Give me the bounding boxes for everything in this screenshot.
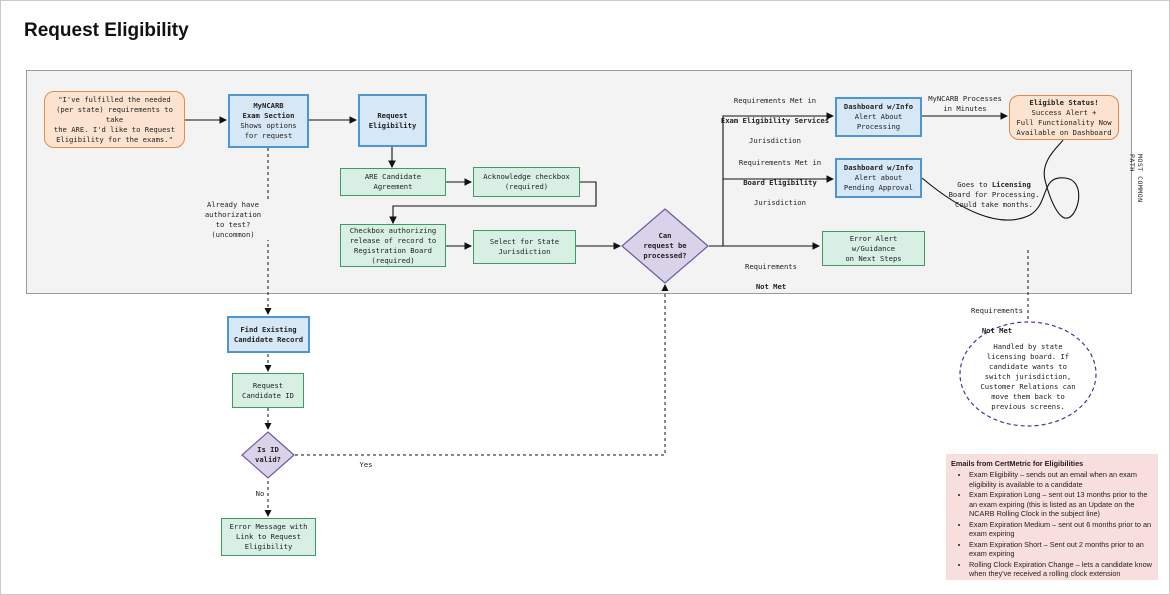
emails-note: Emails from CertMetric for Eligibilities… [946, 454, 1158, 580]
checkbox-authorizing-node: Checkbox authorizing release of record t… [340, 224, 446, 267]
emails-note-item: Exam Expiration Short – Sent out 2 month… [969, 540, 1153, 559]
req-not-met-board-line1: Requirements [971, 306, 1023, 315]
decision-id-valid-label: Is ID valid? [255, 445, 281, 464]
req-met-exam-line3: Jurisdiction [749, 136, 801, 145]
error-alert-guidance-node: Error Alert w/Guidance on Next Steps [822, 231, 925, 266]
emails-note-title: Emails from CertMetric for Eligibilities [951, 459, 1084, 468]
req-not-met-main-line2: Not Met [755, 282, 787, 291]
are-candidate-agreement-node: ARE Candidate Agreement [340, 168, 446, 196]
handled-by-state-text: Handled by state licensing board. If can… [980, 342, 1076, 411]
req-met-board-line2: Board Eligibility [743, 178, 817, 187]
yes-label: Yes [359, 460, 373, 469]
dashboard-pending-node: Dashboard w/Info Alert about Pending App… [835, 158, 922, 198]
edge-isvalid-yes-to-decision [295, 284, 669, 456]
myncarb-exam-section-body: Shows options for request [240, 121, 297, 140]
req-not-met-main-label: Requirements Not Met [736, 252, 806, 302]
find-existing-record-node: Find Existing Candidate Record [227, 316, 310, 353]
goes-to-licensing-rest: Board for Processing. Could take months. [948, 190, 1040, 209]
edge-pending-to-licensing [921, 139, 1080, 221]
fulfilled-quote-node: "I've fulfilled the needed (per state) r… [44, 91, 185, 148]
decision-id-valid-diamond [241, 431, 295, 479]
edge-acknowledge-to-checkbox [389, 181, 597, 225]
goes-to-licensing-pre: Goes to [957, 180, 992, 189]
already-have-auth-label: Already have authorization to test? (unc… [196, 200, 270, 240]
req-met-exam-label: Requirements Met in Exam Eligibility Ser… [715, 86, 835, 156]
goes-to-licensing-bold: Licensing [991, 180, 1031, 189]
acknowledge-checkbox-node: Acknowledge checkbox (required) [473, 167, 580, 197]
myncarb-processes-label: MyNCARB Processes in Minutes [928, 94, 1002, 113]
most-common-path-label: MOST COMMON PATH [1128, 154, 1144, 203]
goes-to-licensing-label: Goes to Licensing Board for Processing. … [944, 170, 1044, 210]
page-title: Request Eligibility [24, 20, 189, 41]
select-state-jurisdiction-node: Select for State Jurisdiction [473, 230, 576, 264]
req-met-board-line3: Jurisdiction [754, 198, 806, 207]
myncarb-exam-section-title: MyNCARB Exam Section [242, 101, 295, 120]
req-met-exam-line1: Requirements Met in [733, 96, 817, 105]
req-met-board-line1: Requirements Met in [738, 158, 822, 167]
dashboard-processing-node: Dashboard w/Info Alert About Processing [835, 97, 922, 137]
dashboard-processing-body: Alert About Processing [854, 112, 903, 131]
req-not-met-board-label: Requirements Not Met [962, 296, 1032, 346]
emails-note-item: Exam Eligibility – sends out an email wh… [969, 470, 1153, 489]
req-met-exam-line2: Exam Eligibility Services [720, 116, 830, 125]
request-eligibility-node: Request Eligibility [358, 94, 427, 147]
decision-can-request-label: Can request be processed? [643, 231, 687, 260]
no-label: No [255, 489, 265, 498]
dashboard-processing-title: Dashboard w/Info [843, 102, 914, 111]
decision-can-request-diamond [621, 208, 709, 284]
dashboard-pending-body: Alert about Pending Approval [843, 173, 914, 192]
eligible-status-body: Success Alert + Full Functionality Now A… [1016, 107, 1112, 137]
eligible-status-node: Eligible Status! Success Alert + Full Fu… [1009, 95, 1119, 140]
request-candidate-id-node: Request Candidate ID [232, 373, 304, 408]
emails-note-item: Exam Expiration Long – sent out 13 month… [969, 490, 1153, 518]
req-not-met-main-line1: Requirements [745, 262, 797, 271]
emails-note-item: Rolling Clock Expiration Change – lets a… [969, 560, 1153, 579]
dashboard-pending-title: Dashboard w/Info [843, 163, 914, 172]
handled-by-state-circle [959, 321, 1097, 427]
req-met-board-label: Requirements Met in Board Eligibility Ju… [720, 148, 840, 218]
emails-note-item: Exam Expiration Medium – sent out 6 mont… [969, 520, 1153, 539]
eligible-status-title: Eligible Status! [1029, 97, 1099, 107]
req-not-met-board-line2: Not Met [981, 326, 1013, 335]
myncarb-exam-section-node: MyNCARB Exam Section Shows options for r… [228, 94, 309, 148]
error-message-link-node: Error Message with Link to Request Eligi… [221, 518, 316, 556]
emails-note-list: Exam Eligibility – sends out an email wh… [951, 470, 1153, 578]
